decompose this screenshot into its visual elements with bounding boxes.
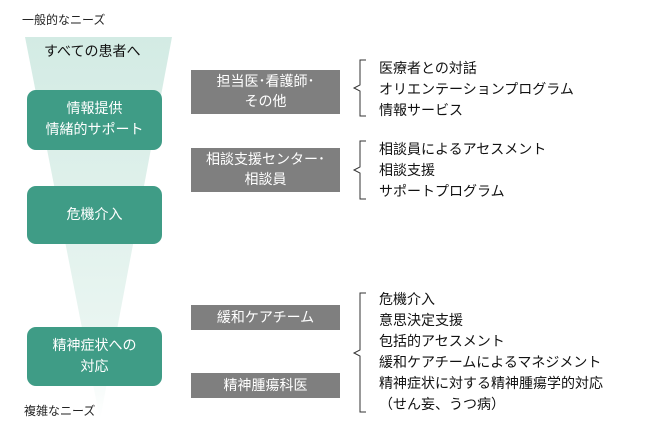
stage-psychiatric: 精神症状への 対応 — [27, 327, 162, 386]
stage-line: 情報提供 — [66, 101, 123, 117]
bracket-1 — [352, 59, 366, 117]
list-item: サポートプログラム — [379, 184, 505, 200]
provider-line: その他 — [244, 94, 287, 110]
stage-line: 危機介入 — [66, 206, 123, 223]
stage-line: 精神症状への — [52, 337, 137, 354]
list-item: 精神症状に対する精神腫瘍学的対応 — [379, 376, 603, 392]
provider-line: 相談支援センター･ — [206, 152, 325, 168]
list-item: 意思決定支援 — [379, 313, 463, 329]
list-item: 医療者との対話 — [379, 61, 477, 77]
complex-needs-label: 複雑なニーズ — [24, 404, 96, 418]
list-item: 相談支援 — [379, 163, 435, 179]
bracket-2 — [352, 140, 366, 200]
stage-line: 対応 — [80, 358, 109, 375]
stage-line: 情緒的サポート — [45, 122, 144, 138]
provider-consult-center: 相談支援センター･ 相談員 — [191, 148, 340, 192]
bracket-3 — [352, 292, 366, 413]
list-item: オリエンテーションプログラム — [379, 82, 574, 98]
provider-doctor-nurse: 担当医･看護師･ その他 — [191, 70, 340, 114]
list-item: 危機介入 — [379, 292, 435, 308]
service-list-2: 相談員によるアセスメント 相談支援 サポートプログラム — [379, 140, 546, 203]
provider-line: 緩和ケアチーム — [216, 309, 315, 326]
provider-line: 相談員 — [244, 172, 287, 188]
list-item: （せん妄、うつ病） — [379, 397, 505, 413]
service-list-3: 危機介入 意思決定支援 包括的アセスメント 緩和ケアチームによるマネジメント 精… — [379, 290, 603, 416]
provider-line: 担当医･看護師･ — [216, 74, 315, 90]
general-needs-label: 一般的なニーズ — [22, 13, 106, 27]
provider-psycho-oncologist: 精神腫瘍科医 — [191, 373, 340, 398]
list-item: 包括的アセスメント — [379, 334, 505, 350]
provider-palliative-team: 緩和ケアチーム — [191, 305, 340, 330]
funnel-head-label: すべての患者へ — [44, 44, 141, 60]
list-item: 相談員によるアセスメント — [379, 142, 547, 158]
service-list-1: 医療者との対話 オリエンテーションプログラム 情報サービス — [379, 59, 574, 122]
list-item: 緩和ケアチームによるマネジメント — [379, 355, 602, 371]
provider-line: 精神腫瘍科医 — [223, 377, 308, 394]
stage-info-support: 情報提供 情緒的サポート — [27, 90, 162, 150]
list-item: 情報サービス — [379, 103, 463, 119]
stage-crisis: 危機介入 — [27, 186, 162, 244]
